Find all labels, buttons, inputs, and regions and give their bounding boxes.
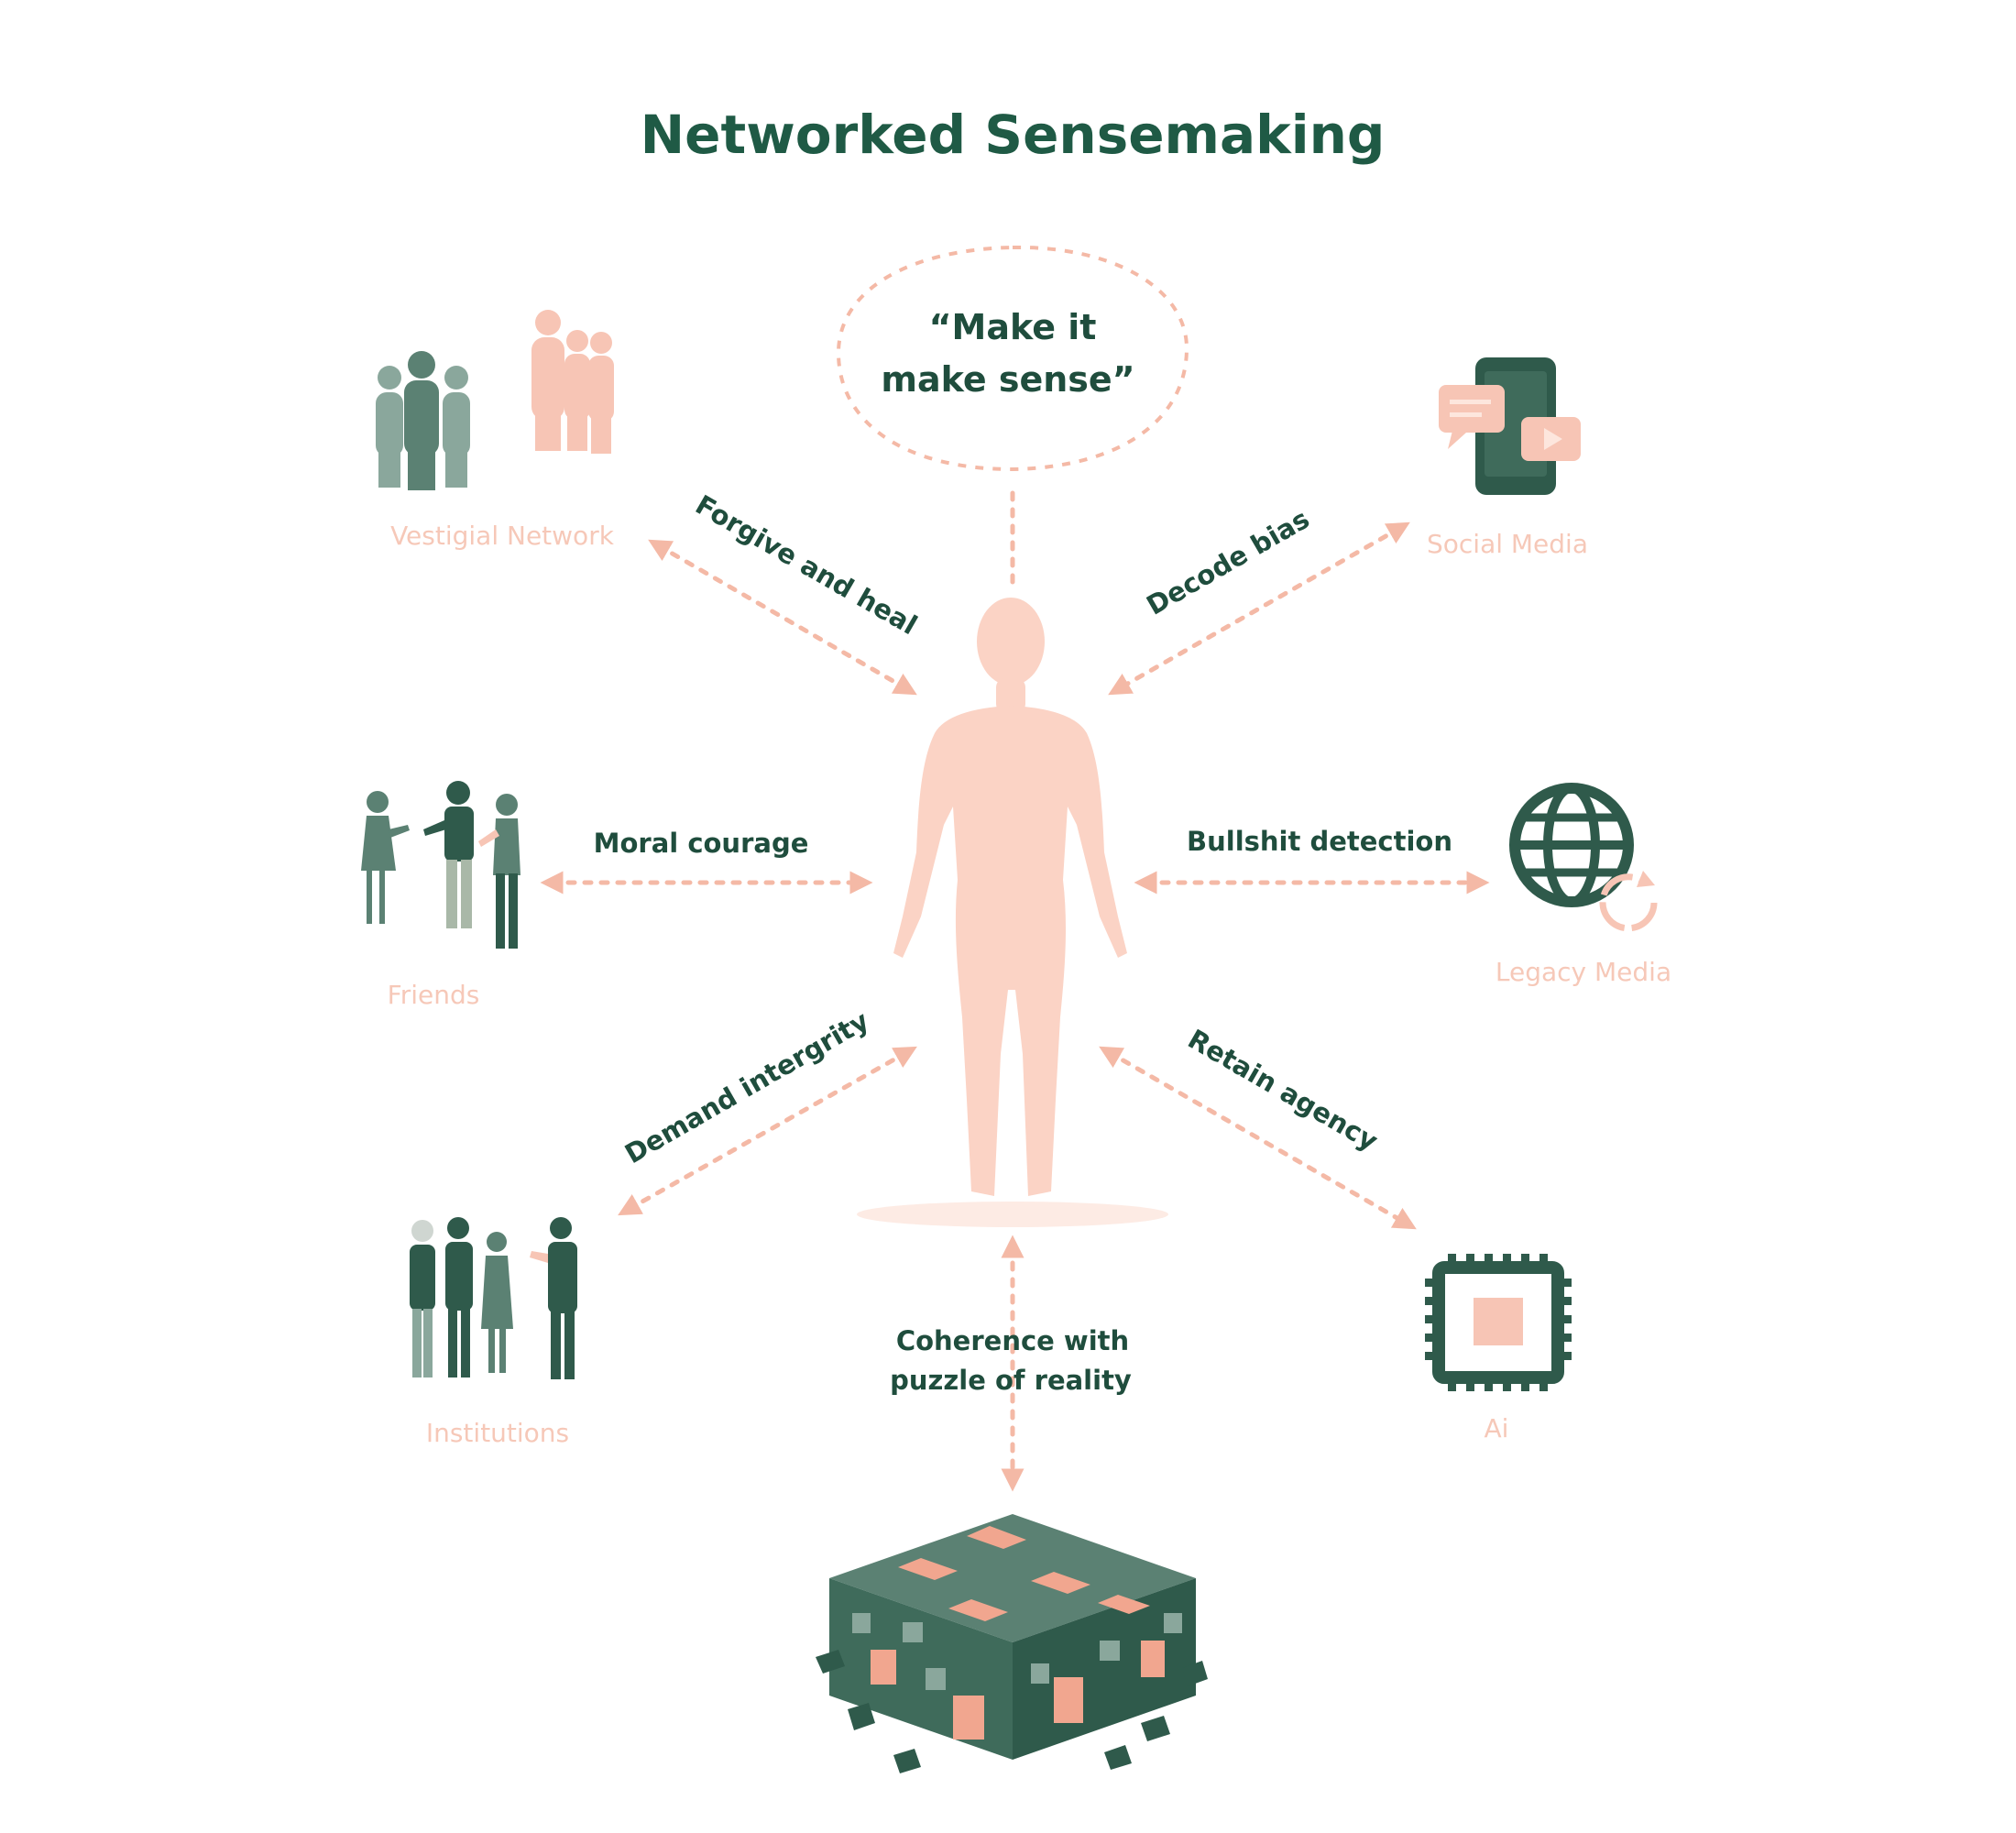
people-group-icon [376,310,614,490]
diagram-title: Networked Sensemaking [641,104,1386,166]
thought-bubble-line1: “Make it [929,307,1097,347]
edge-label-coherence-line1: Coherence with [896,1325,1129,1356]
edge-label-coherence-line2: puzzle of reality [890,1365,1132,1396]
smartphone-chat-icon [1439,357,1581,495]
node-label-vestigial-network: Vestigial Network [390,521,615,551]
edge-label-forgive-and-heal: Forgive and heal [690,488,923,641]
edge-label-bullshit-detection: Bullshit detection [1187,826,1452,857]
edge-label-decode-bias: Decode bias [1141,503,1314,621]
edge-label-retain-agency: Retain agency [1183,1023,1384,1157]
chip-icon [1425,1254,1572,1391]
node-label-legacy-media: Legacy Media [1496,957,1671,987]
business-people-icon [410,1217,577,1379]
node-label-friends: Friends [388,980,480,1010]
node-label-social-media: Social Media [1427,529,1588,559]
globe-icon [1515,788,1655,928]
person-silhouette-icon [857,598,1168,1227]
thought-bubble: “Make it make sense” [838,247,1187,469]
node-label-ai: Ai [1485,1413,1509,1443]
puzzle-cube-icon [816,1514,1208,1773]
conversation-people-icon [361,781,520,949]
thought-bubble-line2: make sense” [881,359,1134,400]
node-label-institutions: Institutions [426,1418,569,1448]
edge-label-moral-courage: Moral courage [594,828,809,859]
